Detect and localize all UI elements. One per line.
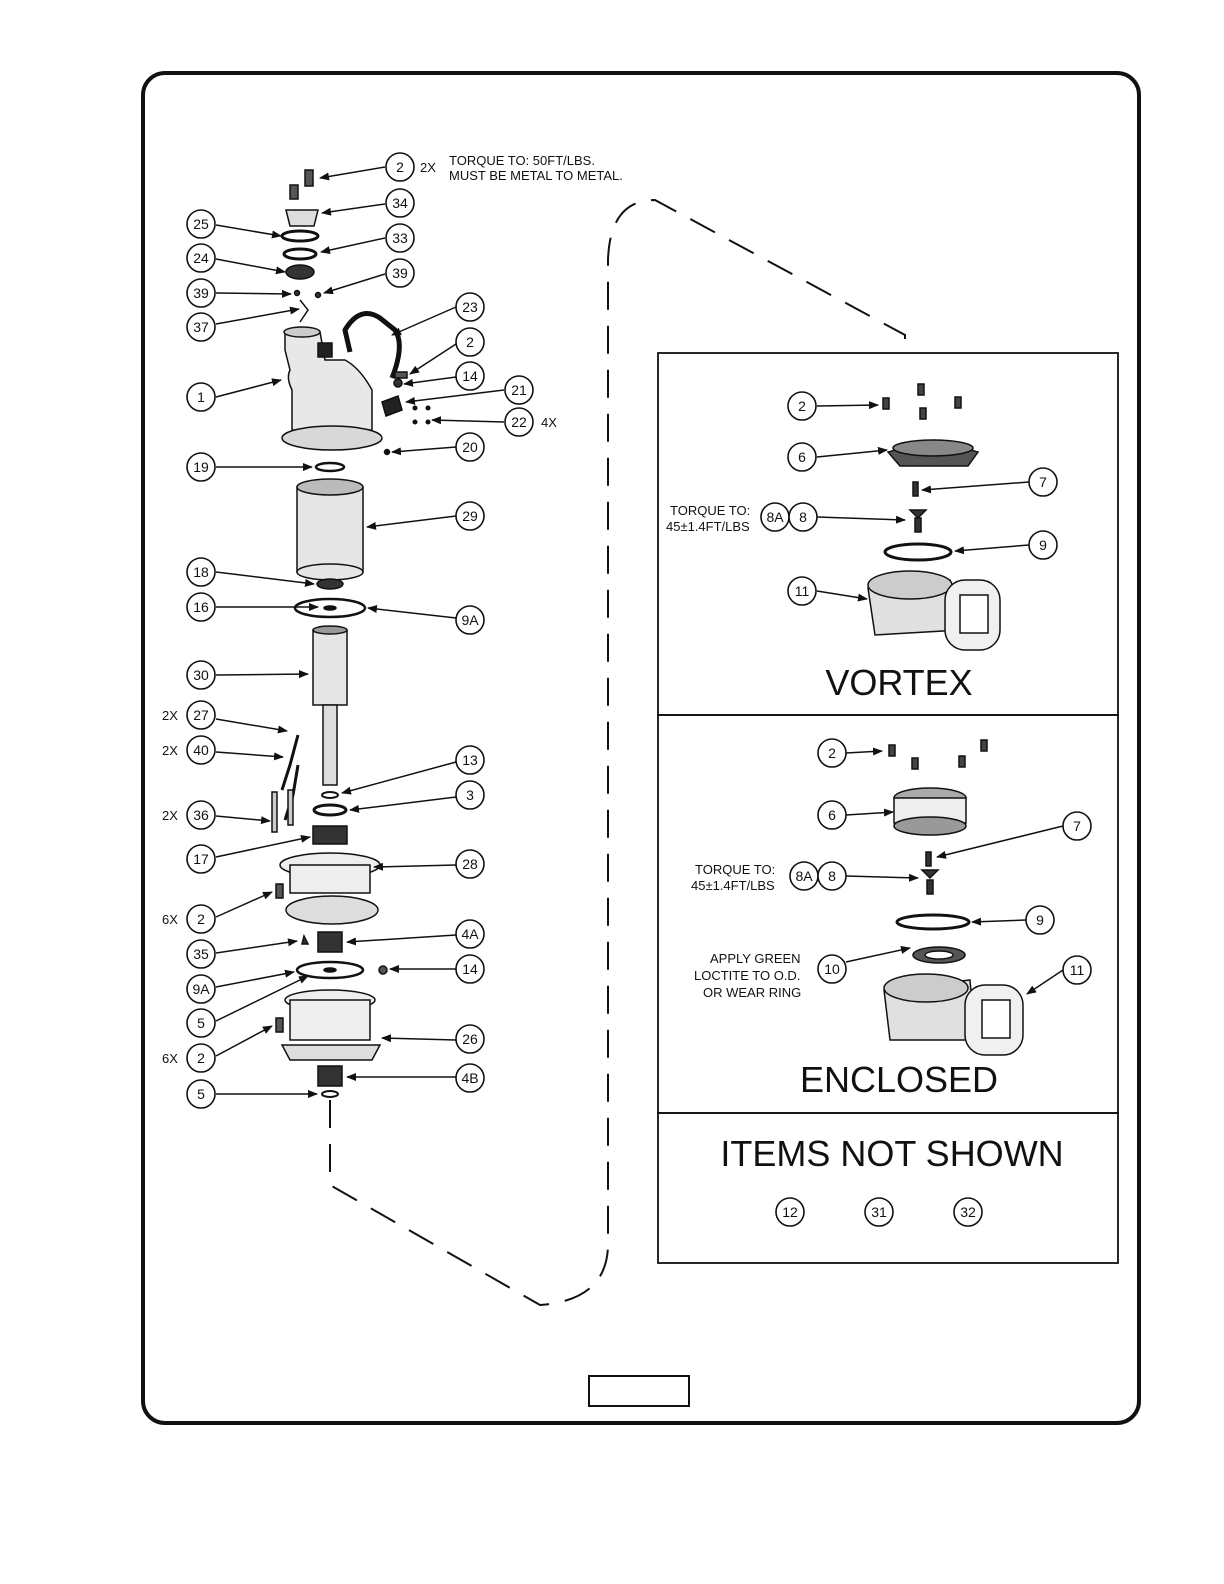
items-not-shown-panel — [657, 1112, 1119, 1264]
enclosed-torque-line1: TORQUE TO: — [695, 862, 775, 877]
callout-vortex-6: 6 — [798, 449, 806, 465]
callout-main-9A: 9A — [461, 612, 479, 628]
qty-27-note: 2X — [162, 708, 178, 723]
callout-main-26: 26 — [462, 1031, 478, 1047]
main-assembly-parts — [271, 169, 431, 1098]
callout-vortex-8: 8 — [799, 509, 807, 525]
callout-not-shown-12: 12 — [782, 1204, 798, 1220]
callout-main-16: 16 — [193, 599, 209, 615]
callout-enclosed-9: 9 — [1036, 912, 1044, 928]
torque-note-line1: TORQUE TO: 50FT/LBS. — [449, 153, 595, 168]
callout-enclosed-10: 10 — [824, 961, 840, 977]
callout-main-5: 5 — [197, 1015, 205, 1031]
qty-22-note: 4X — [541, 415, 557, 430]
callout-main-34: 34 — [392, 195, 408, 211]
torque-note-line2: MUST BE METAL TO METAL. — [449, 168, 623, 183]
enclosed-torque-line2: 45±1.4FT/LBS — [691, 878, 775, 893]
callout-main-5-b: 5 — [197, 1086, 205, 1102]
qty-2-upper-note: 6X — [162, 912, 178, 927]
page-number-box — [588, 1375, 690, 1407]
enclosed-parts — [883, 739, 1024, 1056]
notes: 2X TORQUE TO: 50FT/LBS. MUST BE METAL TO… — [162, 153, 801, 1066]
loctite-line2: LOCTITE TO O.D. — [694, 968, 800, 983]
callout-vortex-8A: 8A — [766, 509, 784, 525]
leader-lines — [215, 166, 1064, 1098]
callout-vortex-7: 7 — [1039, 474, 1047, 490]
callout-main-24: 24 — [193, 250, 209, 266]
vortex-torque-line2: 45±1.4FT/LBS — [666, 519, 750, 534]
qty-40-note: 2X — [162, 743, 178, 758]
callout-numbers: 2 34 25 33 24 39 39 37 23 2 14 1 21 22 2… — [192, 159, 1084, 1220]
callout-main-9A-b: 9A — [192, 981, 210, 997]
callout-main-14: 14 — [462, 368, 478, 384]
top-qty-note: 2X — [420, 160, 436, 175]
callout-enclosed-8: 8 — [828, 868, 836, 884]
callout-main-29: 29 — [462, 508, 478, 524]
loctite-line3: OR WEAR RING — [703, 985, 801, 1000]
callout-enclosed-11: 11 — [1070, 962, 1085, 978]
vortex-parts — [867, 383, 1001, 651]
callout-main-36: 36 — [193, 807, 209, 823]
callout-enclosed-2: 2 — [828, 745, 836, 761]
callout-not-shown-32: 32 — [960, 1204, 976, 1220]
callout-main-25: 25 — [193, 216, 209, 232]
callout-main-2-mid: 2 — [466, 334, 474, 350]
callout-enclosed-8A: 8A — [795, 868, 813, 884]
callout-main-19: 19 — [193, 459, 209, 475]
page-frame — [141, 71, 1141, 1425]
callout-main-21: 21 — [511, 382, 527, 398]
callout-main-39a: 39 — [193, 285, 209, 301]
callout-main-20: 20 — [462, 439, 478, 455]
callout-enclosed-6: 6 — [828, 807, 836, 823]
callout-main-40: 40 — [193, 742, 209, 758]
callout-vortex-11: 11 — [795, 583, 810, 599]
vortex-title: VORTEX — [825, 662, 972, 703]
callout-main-35: 35 — [193, 946, 209, 962]
items-not-shown-title: ITEMS NOT SHOWN — [720, 1133, 1063, 1174]
callout-main-39b: 39 — [392, 265, 408, 281]
callout-main-22: 22 — [511, 414, 527, 430]
callout-main-27: 27 — [193, 707, 209, 723]
qty-2-lower-note: 6X — [162, 1051, 178, 1066]
callout-main-4B: 4B — [461, 1070, 478, 1086]
callout-main-37: 37 — [193, 319, 209, 335]
callout-main-14-b: 14 — [462, 961, 478, 977]
callout-main-23: 23 — [462, 299, 478, 315]
callout-main-2-top: 2 — [396, 159, 404, 175]
callout-main-1: 1 — [197, 389, 205, 405]
callout-vortex-9: 9 — [1039, 537, 1047, 553]
callout-main-28: 28 — [462, 856, 478, 872]
qty-36-note: 2X — [162, 808, 178, 823]
callout-main-33: 33 — [392, 230, 408, 246]
callout-main-3: 3 — [466, 787, 474, 803]
loctite-line1: APPLY GREEN — [710, 951, 801, 966]
callout-main-4A: 4A — [461, 926, 479, 942]
callout-main-17: 17 — [193, 851, 209, 867]
callout-not-shown-31: 31 — [871, 1204, 887, 1220]
callout-main-13: 13 — [462, 752, 478, 768]
vortex-torque-line1: TORQUE TO: — [670, 503, 750, 518]
callout-vortex-2: 2 — [798, 398, 806, 414]
callout-main-30: 30 — [193, 667, 209, 683]
callout-main-2-6xb: 2 — [197, 1050, 205, 1066]
callout-bubbles — [186, 152, 1092, 1227]
callout-main-2-6xa: 2 — [197, 911, 205, 927]
callout-main-18: 18 — [193, 564, 209, 580]
callout-enclosed-7: 7 — [1073, 818, 1081, 834]
enclosed-title: ENCLOSED — [800, 1059, 998, 1100]
